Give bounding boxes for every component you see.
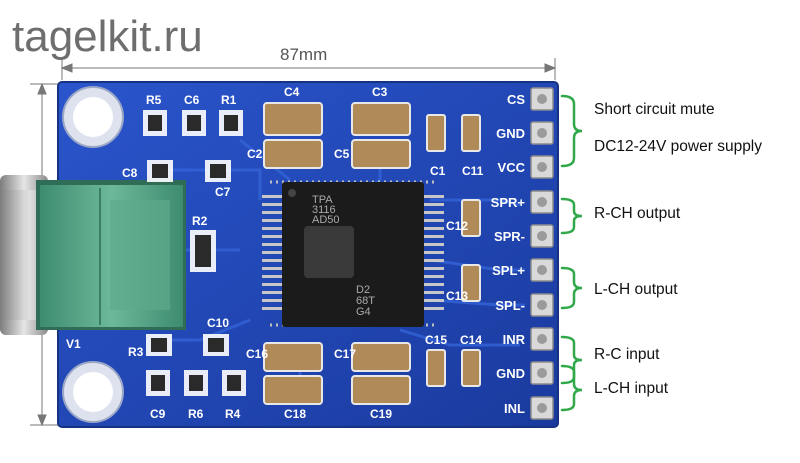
pin-cs: CS: [507, 92, 525, 107]
label-r1: R1: [221, 93, 237, 107]
label-c13: C13: [446, 289, 468, 303]
chip-line-4: D2: [356, 284, 370, 296]
chip-line-6: G4: [356, 306, 371, 318]
label-c17: C17: [334, 347, 356, 361]
label-v1: V1: [66, 337, 81, 351]
annotation-l-output: L-CH output: [594, 281, 678, 298]
pin-spr-plus: SPR+: [491, 195, 526, 210]
label-c19: C19: [370, 407, 392, 421]
label-c16: C16: [246, 347, 268, 361]
label-c1: C1: [430, 164, 446, 178]
pin-inl: INL: [504, 401, 525, 416]
annotation-power-supply: DC12-24V power supply: [594, 138, 763, 155]
smd-parts: [143, 110, 246, 396]
potentiometer: [36, 180, 186, 330]
pin-spl-plus: SPL+: [492, 263, 525, 278]
label-r4: R4: [225, 407, 241, 421]
pin-vcc: VCC: [498, 160, 526, 175]
label-c8: C8: [122, 166, 138, 180]
annotation-short-circuit: Short circuit mute: [594, 101, 715, 118]
label-r6: R6: [188, 407, 204, 421]
amplifier-chip: TPA 3116 AD50 D2 68T G4: [262, 180, 444, 327]
label-c14: C14: [460, 333, 482, 347]
pin-spr-minus: SPR-: [494, 229, 525, 244]
pin-labels: CS GND VCC SPR+ SPR- SPL+ SPL- INR GND I…: [491, 92, 526, 416]
pin-header: [530, 87, 554, 420]
pin-gnd-top: GND: [496, 126, 525, 141]
annotation-l-input: L-CH input: [594, 380, 669, 397]
label-c5: C5: [334, 147, 350, 161]
chip-line-3: AD50: [312, 214, 340, 226]
pin-inr: INR: [503, 332, 526, 347]
pin-spl-minus: SPL-: [495, 298, 525, 313]
annotation-r-output: R-CH output: [594, 205, 681, 222]
silkscreen-labels: R5 C6 R1 C4 C3 C8 C7 C2 C5 C1 C11 R2 C12…: [66, 85, 484, 421]
label-c10: C10: [207, 316, 229, 330]
green-brackets: [560, 94, 583, 412]
label-r2: R2: [192, 214, 208, 228]
label-c18: C18: [284, 407, 306, 421]
label-c9: C9: [150, 407, 166, 421]
label-c6: C6: [184, 93, 200, 107]
label-c15: C15: [425, 333, 447, 347]
label-c2: C2: [247, 147, 263, 161]
pin-gnd-bottom: GND: [496, 366, 525, 381]
annotation-r-input: R-C input: [594, 346, 660, 363]
chip-line-1: TPA: [312, 194, 333, 206]
label-c7: C7: [215, 185, 231, 199]
label-c4: C4: [284, 85, 300, 99]
capacitors: [263, 102, 481, 405]
label-c3: C3: [372, 85, 388, 99]
watermark-text: tagelkit.ru: [12, 12, 203, 61]
label-r3: R3: [128, 345, 144, 359]
label-c11: C11: [462, 164, 484, 178]
dimension-lines: [30, 58, 557, 427]
width-dimension: 87mm: [280, 45, 327, 64]
label-c12: C12: [446, 219, 468, 233]
chip-line-5: 68T: [356, 295, 375, 307]
chip-line-2: 3116: [312, 204, 336, 216]
mounting-holes: [62, 86, 124, 423]
label-r5: R5: [146, 93, 162, 107]
